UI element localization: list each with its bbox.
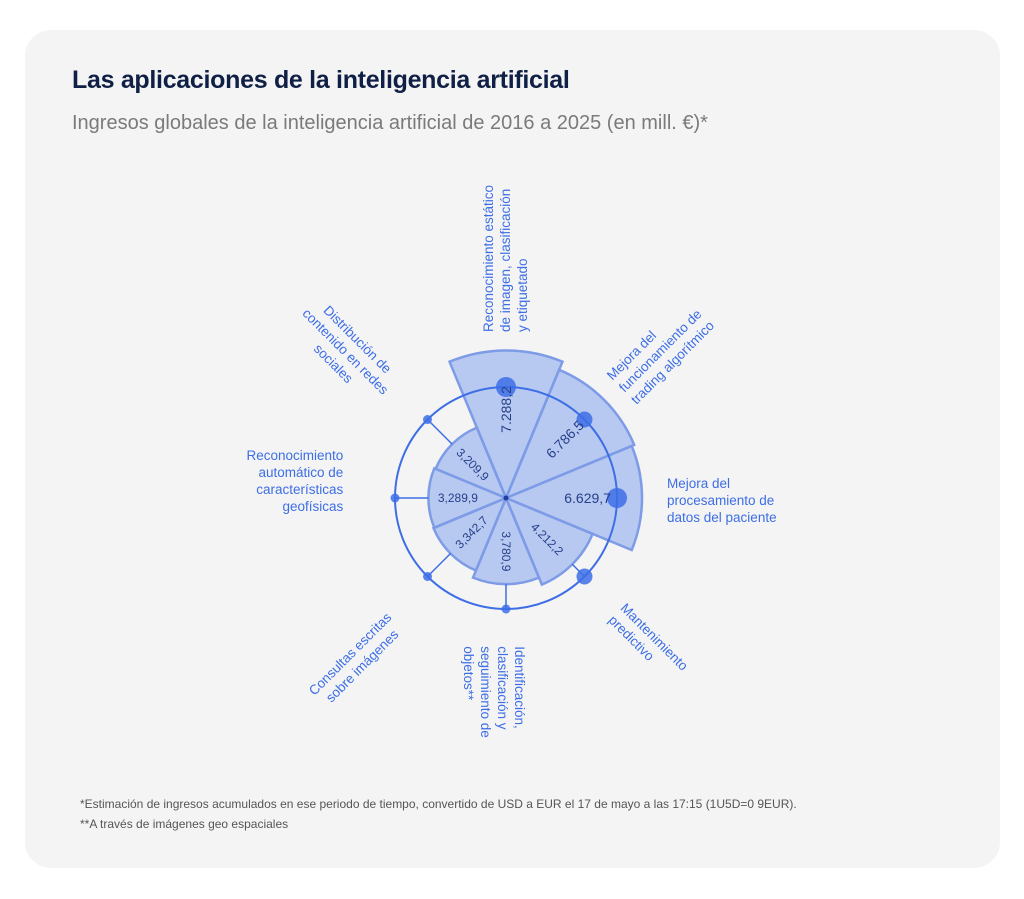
category-label-line: seguimiento de (477, 646, 493, 738)
ring-marker (576, 411, 593, 428)
category-label-line: de imagen, clasificación (497, 188, 513, 332)
category-label-line: características (256, 482, 344, 497)
wedge-6 (427, 466, 510, 530)
wedge-0 (447, 349, 565, 502)
category-label-6: Reconocimiento automático de característic… (247, 447, 344, 515)
category-label-line: automático de (258, 465, 344, 480)
wedge-2 (502, 444, 644, 552)
wedge-7 (433, 425, 509, 501)
value-label: 3,289,9 (438, 491, 478, 505)
wedge-1 (503, 368, 636, 501)
category-label-line: procesamiento de (667, 492, 775, 508)
category-label-line: Identificación, (511, 646, 527, 729)
ring-marker (423, 571, 433, 581)
category-label-line: clasificación y (494, 646, 510, 730)
value-label: 6.629,7 (564, 490, 611, 506)
value-label: 3,780,9 (499, 531, 513, 571)
ring-marker (576, 568, 593, 585)
wedge-4 (471, 494, 541, 586)
ring-marker (390, 493, 400, 503)
chart-title: Las aplicaciones de la inteligencia arti… (72, 66, 570, 94)
footnote-1: *Estimación de ingresos acumulados en es… (80, 797, 797, 811)
footnote-2: **A través de imágenes geo espaciales (80, 817, 289, 831)
category-label-line: Reconocimiento estático (480, 184, 496, 332)
center-dot (503, 495, 509, 501)
connector-line (426, 418, 453, 445)
ring-marker (501, 604, 511, 614)
category-label-line: datos del paciente (667, 509, 777, 525)
chart-subtitle: Ingresos globales de la inteligencia art… (72, 112, 708, 134)
category-label-line: objetos** (460, 646, 476, 701)
category-label-line: y etiquetado (514, 257, 530, 332)
category-label-line: Reconocimiento (246, 448, 344, 463)
value-label: 7.288,2 (498, 386, 514, 433)
category-label-line: geofísicas (282, 499, 344, 514)
ring-marker (423, 415, 433, 425)
category-label-line: Mejora del (667, 475, 731, 491)
ring-marker (607, 488, 627, 508)
connector-line (426, 552, 452, 578)
ring-marker (496, 377, 516, 397)
